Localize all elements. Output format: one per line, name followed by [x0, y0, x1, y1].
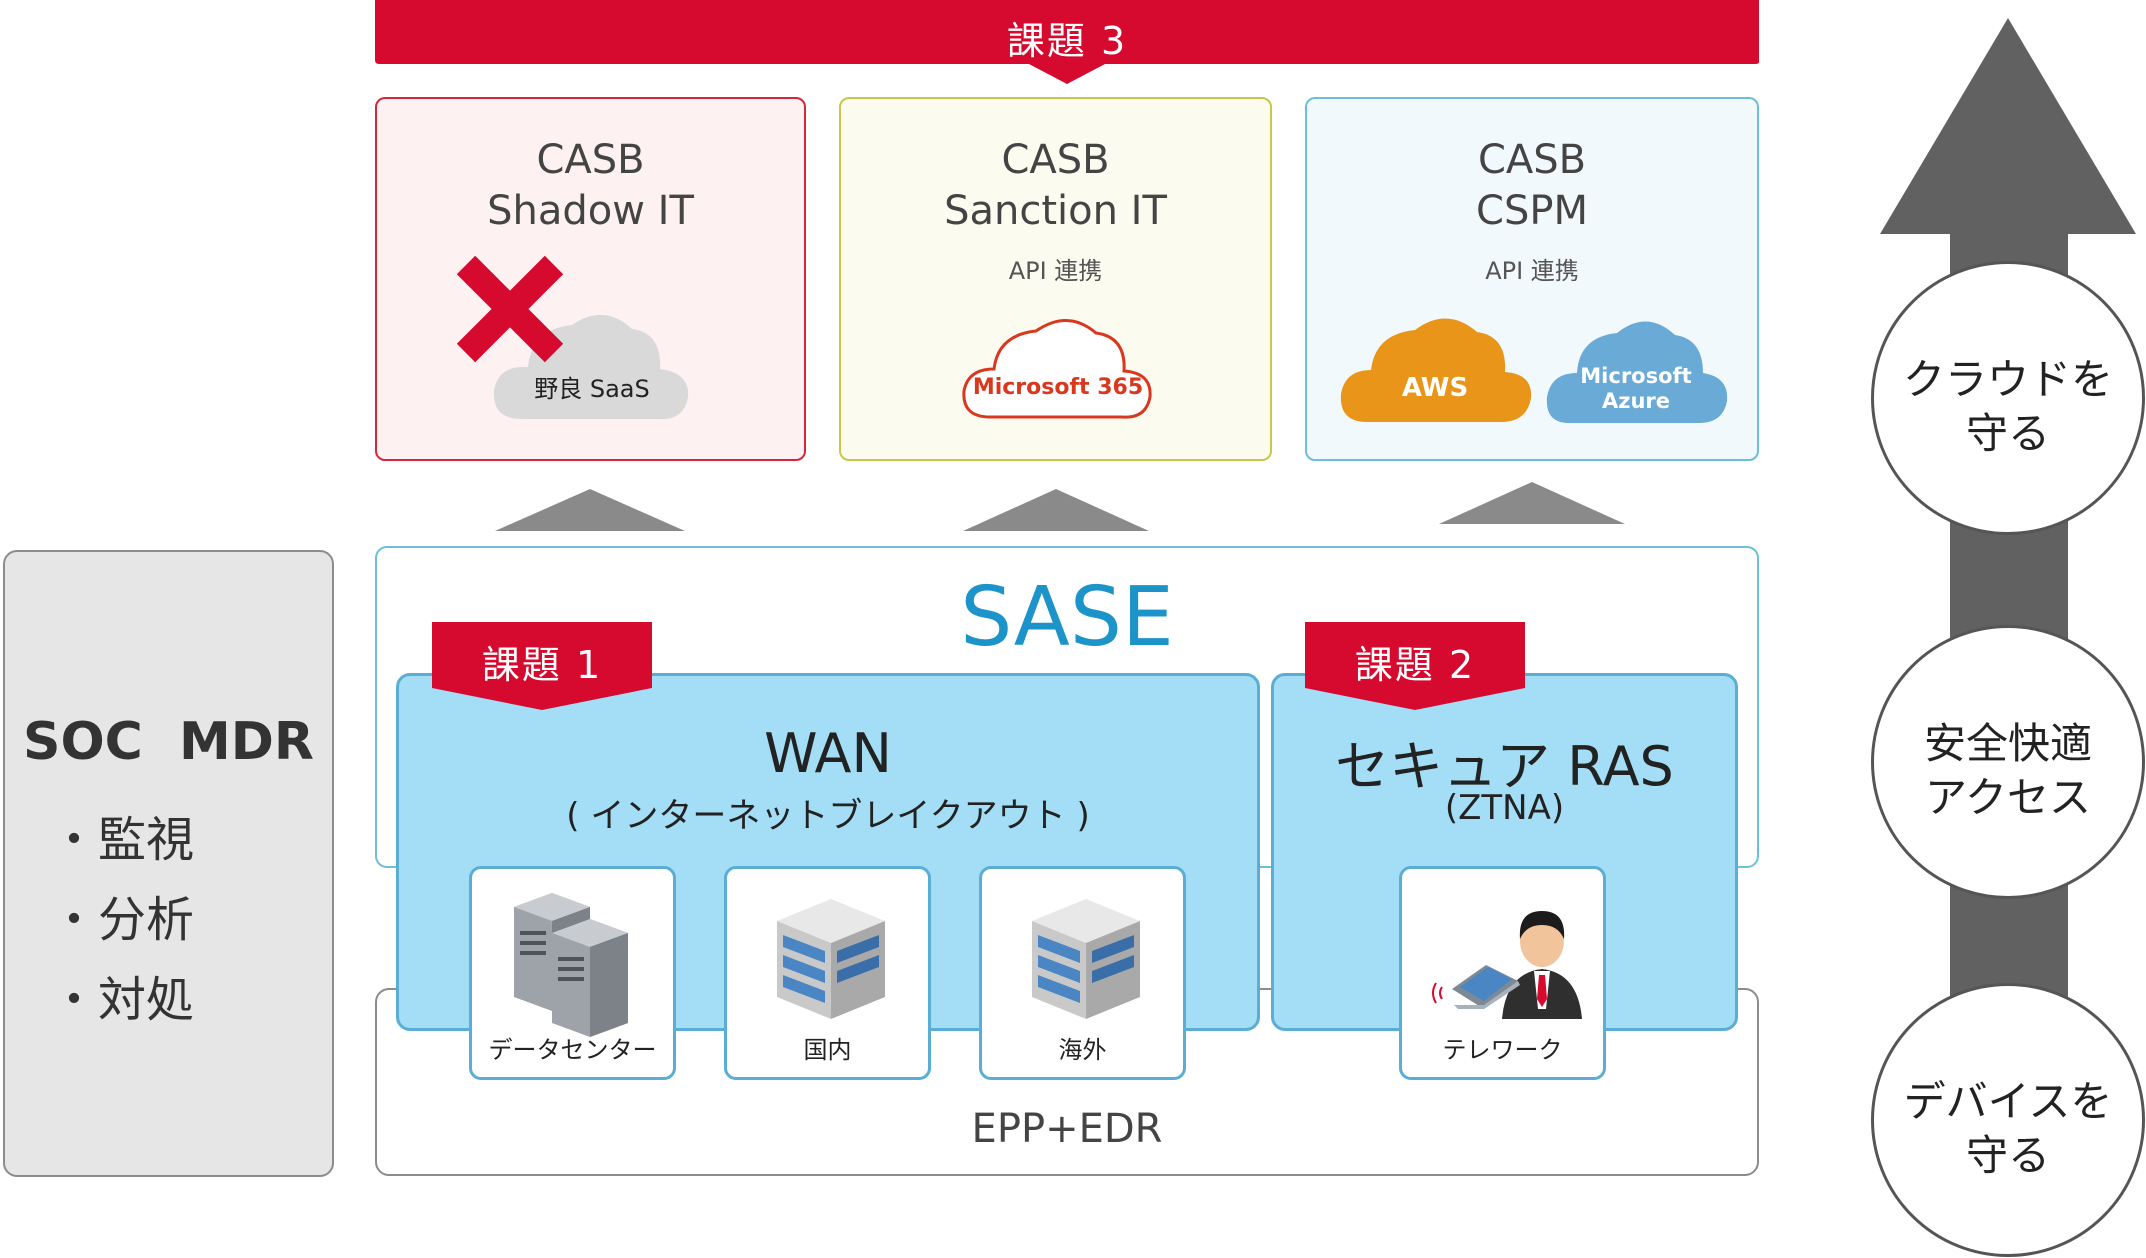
circle-line2: アクセス	[1925, 773, 2091, 822]
casb-shadow-it-box: CASB Shadow IT 野良 SaaS	[375, 97, 806, 461]
card-caption: 国内	[803, 1036, 852, 1064]
casb-sanction-it-box: CASB Sanction IT API 連携 Microsoft 365	[839, 97, 1272, 461]
building-icon	[1032, 899, 1140, 1019]
card-caption: 海外	[1058, 1036, 1107, 1064]
challenge-1-tab: 課題 1	[432, 622, 652, 710]
wan-subtitle: ( インターネットブレイクアウト )	[566, 796, 1090, 836]
circle-line1: 安全快適	[1923, 719, 2092, 768]
api-integration-label: API 連携	[1008, 257, 1103, 285]
challenge-2-tab: 課題 2	[1305, 622, 1525, 710]
azure-label-line1: Microsoft	[1580, 364, 1692, 388]
up-triangle-icon	[495, 489, 685, 531]
epp-edr-label: EPP+EDR	[971, 1106, 1163, 1152]
card-domestic: 国内	[724, 866, 931, 1080]
ras-title: セキュア RAS	[1335, 735, 1674, 798]
casb-subtitle: Shadow IT	[487, 188, 694, 234]
soc-item-monitoring: ・監視	[50, 812, 195, 868]
soc-mdr-title: SOC MDR	[23, 712, 314, 772]
casb-label: CASB	[536, 137, 645, 183]
challenge-1-label: 課題 1	[481, 643, 603, 687]
card-data-center: データセンター	[469, 866, 676, 1080]
shadow-saas-label: 野良 SaaS	[534, 375, 650, 403]
casb-subtitle: CSPM	[1476, 188, 1588, 234]
microsoft-365-cloud-icon	[962, 319, 1152, 419]
card-caption: データセンター	[488, 1036, 657, 1064]
circle-line1: クラウドを	[1902, 355, 2113, 404]
azure-cloud-icon	[1546, 321, 1728, 423]
person-laptop-icon	[1432, 911, 1582, 1019]
card-overseas: 海外	[979, 866, 1186, 1080]
building-icon	[777, 899, 885, 1019]
up-triangle-icon	[1439, 482, 1625, 524]
microsoft-365-label: Microsoft 365	[972, 375, 1144, 400]
ras-box: セキュア RAS (ZTNA)	[1271, 673, 1738, 1031]
circle-line2: 守る	[1965, 409, 2050, 458]
casb-cspm-box: CASB CSPM API 連携 AWS Microsoft Azure	[1305, 97, 1759, 461]
challenge-3-banner: 課題 3	[375, 0, 1759, 86]
card-caption: テレワーク	[1442, 1036, 1563, 1064]
ras-subtitle: (ZTNA)	[1444, 788, 1565, 828]
secure-access-circle: 安全快適 アクセス	[1871, 625, 2145, 899]
up-triangle-icon	[963, 489, 1149, 531]
wan-title: WAN	[764, 722, 892, 785]
soc-item-response: ・対処	[50, 972, 195, 1028]
cross-mark-icon	[456, 255, 564, 363]
azure-label-line2: Azure	[1601, 389, 1671, 413]
challenge-2-label: 課題 2	[1354, 643, 1476, 687]
circle-line2: 守る	[1965, 1131, 2050, 1180]
challenge-3-label: 課題 3	[1006, 19, 1128, 63]
circle-line1: デバイスを	[1903, 1077, 2113, 1126]
sase-title: SASE	[960, 570, 1174, 665]
protect-device-circle: デバイスを 守る	[1871, 983, 2145, 1257]
api-integration-label: API 連携	[1485, 257, 1579, 285]
casb-label: CASB	[1477, 137, 1587, 183]
aws-cloud-icon	[1340, 318, 1532, 422]
aws-label: AWS	[1401, 373, 1469, 403]
casb-subtitle: Sanction IT	[944, 188, 1167, 234]
card-telework: テレワーク	[1399, 866, 1606, 1080]
soc-item-analysis: ・分析	[50, 892, 195, 948]
protect-cloud-circle: クラウドを 守る	[1871, 261, 2145, 535]
casb-label: CASB	[1001, 137, 1110, 183]
soc-mdr-box	[3, 550, 334, 1177]
server-icon	[514, 893, 628, 1037]
